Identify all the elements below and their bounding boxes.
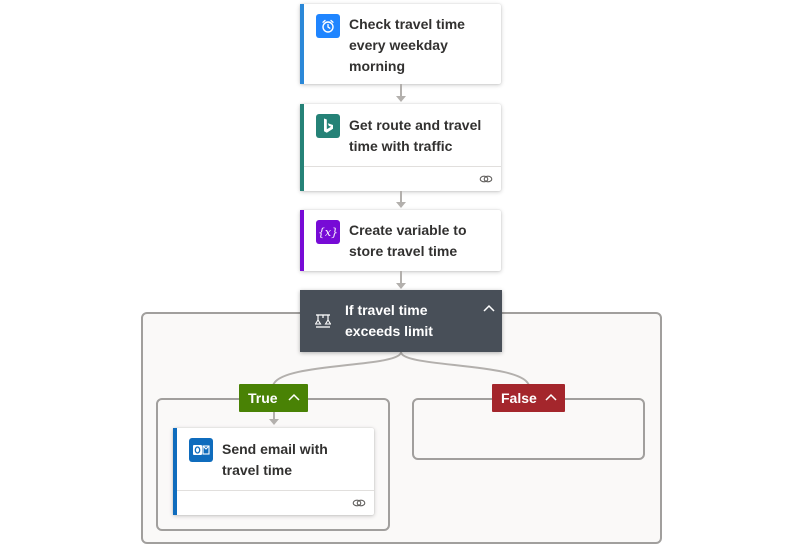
condition-header[interactable]: If travel time exceeds limit <box>300 290 502 352</box>
true-branch-badge[interactable]: True <box>239 384 308 412</box>
bing-icon <box>316 114 340 138</box>
condition-icon <box>315 314 331 328</box>
send-email-title: Send email with travel time <box>222 441 328 478</box>
send-email-card[interactable]: Send email with travel time <box>173 428 374 515</box>
trigger-title: Check travel time every weekday morning <box>349 16 465 74</box>
alarm-clock-icon <box>316 14 340 38</box>
variable-card[interactable]: {x} Create variable to store travel time <box>300 210 501 271</box>
connector-arrow <box>396 202 406 208</box>
route-card[interactable]: Get route and travel time with traffic <box>300 104 501 191</box>
connector-arrow <box>396 283 406 289</box>
connector-line <box>400 191 402 203</box>
chevron-up-icon[interactable] <box>483 304 495 312</box>
true-branch-label: True <box>248 390 278 406</box>
send-email-card-footer <box>177 490 374 515</box>
outlook-icon <box>189 438 213 462</box>
variable-title: Create variable to store travel time <box>349 222 467 259</box>
condition-title: If travel time exceeds limit <box>345 302 433 339</box>
send-email-accent-bar <box>173 428 177 515</box>
connector-arrow <box>396 96 406 102</box>
link-icon[interactable] <box>352 497 366 509</box>
connector-line <box>273 412 275 420</box>
chevron-up-icon[interactable] <box>288 393 300 401</box>
route-accent-bar <box>300 104 304 191</box>
variable-icon: {x} <box>316 220 340 244</box>
route-card-footer <box>304 166 501 191</box>
variable-accent-bar <box>300 210 304 271</box>
chevron-up-icon[interactable] <box>545 393 557 401</box>
trigger-card[interactable]: Check travel time every weekday morning <box>300 4 501 84</box>
false-branch-badge[interactable]: False <box>492 384 565 412</box>
link-icon[interactable] <box>479 173 493 185</box>
trigger-accent-bar <box>300 4 304 84</box>
connector-arrow <box>269 419 279 425</box>
svg-text:{x}: {x} <box>318 226 338 239</box>
false-branch-label: False <box>501 390 537 406</box>
connector-line <box>400 271 402 285</box>
connector-line <box>400 84 402 98</box>
route-title: Get route and travel time with traffic <box>349 117 482 154</box>
